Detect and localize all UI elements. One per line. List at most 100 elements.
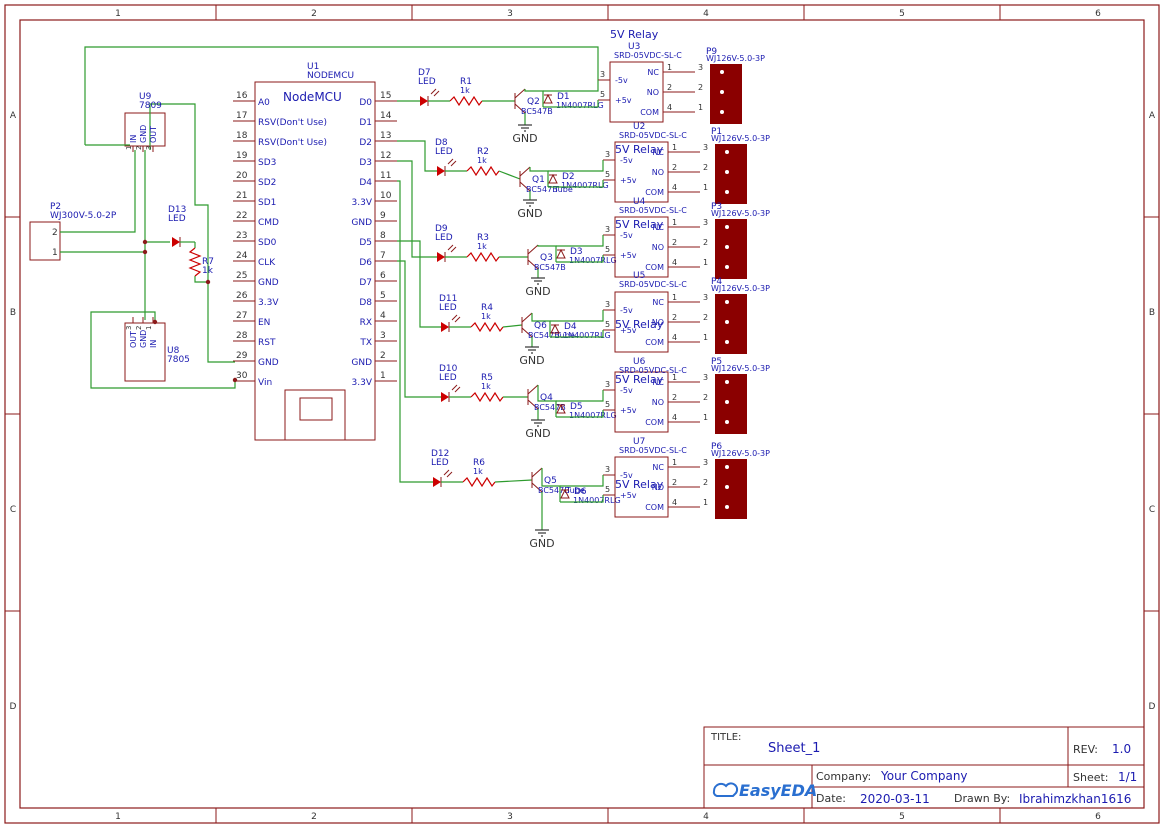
- relay-ref: U5: [633, 271, 645, 281]
- relay-pin-number: 4: [672, 498, 677, 507]
- frame-col-label: 4: [703, 9, 709, 19]
- frame-row-label: B: [1149, 308, 1155, 318]
- connector-pin-number: 1: [703, 498, 708, 507]
- terminal-hole: [725, 245, 729, 249]
- connector-pin-number: 1: [698, 103, 703, 112]
- relay-ref: U2: [633, 122, 645, 132]
- regulator-pin-number: 3: [125, 326, 133, 330]
- frame-row-label: C: [1149, 505, 1155, 515]
- mcu-pin-name: CMD: [258, 218, 279, 228]
- relay-pin-name: +5v: [620, 406, 637, 415]
- regulator-pin-number: 3: [145, 146, 153, 150]
- relay-pin-number: 5: [605, 400, 610, 409]
- easyeda-cloud-icon: [712, 782, 739, 797]
- mcu-pin-number: 6: [380, 271, 386, 281]
- ground-label: GND: [519, 354, 544, 367]
- connector-pin-number: 3: [703, 373, 708, 382]
- mcu-pin-number: 15: [380, 91, 391, 101]
- mcu-pin-number: 17: [236, 111, 247, 121]
- terminal-hole: [720, 110, 724, 114]
- connector-pin-number: 2: [703, 478, 708, 487]
- relay-pin-number: 1: [672, 143, 677, 152]
- relay-part: SRD-05VDC-SL-C: [619, 131, 687, 140]
- relay-ref: U6: [633, 357, 646, 367]
- mcu-pin-number: 13: [380, 131, 391, 141]
- p2-part: WJ300V-5.0-2P: [50, 211, 117, 221]
- led-symbol: [441, 392, 449, 402]
- terminal-hole: [725, 485, 729, 489]
- relay-pin-number: 2: [667, 83, 672, 92]
- terminal-block: [715, 144, 747, 204]
- mcu-pin-name: 3.3V: [352, 198, 373, 208]
- mcu-pin-name: D8: [359, 298, 372, 308]
- relay-part: SRD-05VDC-SL-C: [614, 51, 682, 60]
- mcu-pin-name: GND: [258, 358, 279, 368]
- relay-pin-number: 5: [605, 245, 610, 254]
- relay-pin-number: 2: [672, 238, 677, 247]
- frame-col-label: 3: [507, 812, 513, 822]
- connector-pin-number: 3: [703, 218, 708, 227]
- relay-pin-number: 5: [600, 90, 605, 99]
- ground-label: GND: [517, 207, 542, 220]
- terminal-hole: [725, 400, 729, 404]
- mcu-pin-name: GND: [351, 358, 372, 368]
- rev-label: REV:: [1073, 743, 1098, 756]
- diode-symbol: [560, 488, 570, 499]
- company-label: Company:: [816, 770, 871, 783]
- mcu-pin-name: RSV(Don't Use): [258, 138, 327, 148]
- sheet-label: Sheet:: [1073, 771, 1109, 784]
- relay-pin-name: -5v: [620, 386, 633, 395]
- mcu-pin-name: RX: [360, 318, 372, 328]
- ground-label: GND: [529, 537, 554, 550]
- ground-label: GND: [512, 132, 537, 145]
- mcu-pin-name: D4: [359, 178, 372, 188]
- mcu-pin-name: SD1: [258, 198, 276, 208]
- r7-ref: R7: [202, 257, 214, 267]
- terminal-hole: [720, 90, 724, 94]
- transistor-ref: Q3: [540, 253, 553, 263]
- relay-pin-number: 3: [600, 70, 605, 79]
- u9-part: 7809: [139, 101, 162, 111]
- mcu-pin-number: 7: [380, 251, 386, 261]
- regulator-pin-number: 1: [145, 326, 153, 330]
- regulator-pin-name: IN: [129, 135, 138, 143]
- relay-pin-number: 4: [672, 183, 677, 192]
- connector-ref: P6: [711, 442, 722, 452]
- transistor-package: Tube: [555, 331, 575, 340]
- relay-pin-name: COM: [640, 108, 659, 117]
- terminal-block: [710, 64, 742, 124]
- regulator-pin-number: 2: [135, 326, 143, 330]
- diode-part: 1N4007RLG: [556, 101, 604, 110]
- mcu-pin-number: 10: [380, 191, 392, 201]
- relay-pin-name: -5v: [620, 306, 633, 315]
- drawn-label: Drawn By:: [954, 792, 1010, 805]
- title-label: TITLE:: [710, 732, 741, 743]
- relay-pin-name: NO: [652, 168, 664, 177]
- led-symbol: [437, 252, 445, 262]
- relay-pin-name: NC: [652, 148, 664, 157]
- mcu-pin-number: 9: [380, 211, 386, 221]
- mcu-pin-number: 8: [380, 231, 386, 241]
- regulator-pin-name: OUT: [129, 331, 138, 348]
- connector-pin-number: 2: [698, 83, 703, 92]
- relay-pin-name: COM: [645, 188, 664, 197]
- diode-ref: D5: [570, 402, 583, 412]
- mcu-pin-number: 1: [380, 371, 386, 381]
- mcu-pin-name: 3.3V: [352, 378, 373, 388]
- relay-pin-number: 3: [605, 150, 610, 159]
- connector-part: WJ126V-5.0-3P: [711, 284, 770, 293]
- resistor-ref: R2: [477, 147, 489, 157]
- mcu-pin-name: CLK: [258, 258, 276, 268]
- terminal-block: [715, 459, 747, 519]
- relay-pin-number: 5: [605, 170, 610, 179]
- terminal-hole: [720, 70, 724, 74]
- relay-pin-name: COM: [645, 418, 664, 427]
- relay-pin-number: 1: [672, 218, 677, 227]
- relay-pin-name: +5v: [620, 176, 637, 185]
- p2-ref: P2: [50, 202, 61, 212]
